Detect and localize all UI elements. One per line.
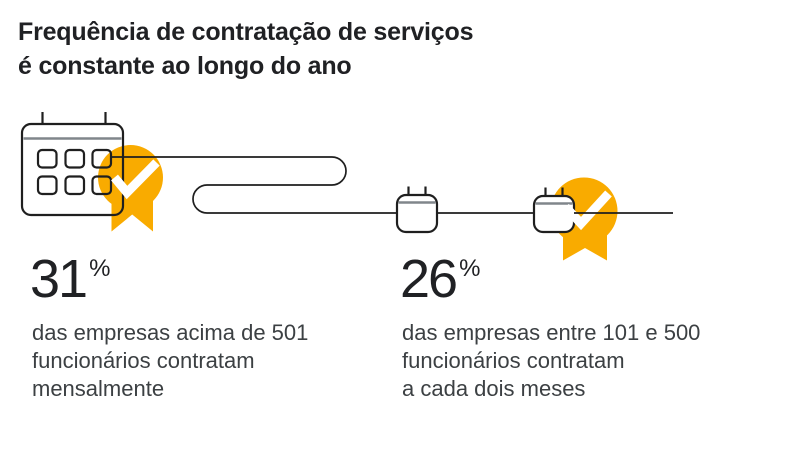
calendar-small-icon-1 <box>395 186 439 234</box>
stat-description-bimonthly: das empresas entre 101 e 500 funcionário… <box>402 319 700 403</box>
timeline-serpentine-path <box>111 156 673 214</box>
checkmark-icon-1 <box>111 159 160 200</box>
stat-description-line: funcionários contratam <box>402 348 625 373</box>
percent-sign: % <box>459 255 481 282</box>
stat-block-bimonthly: 26 % <box>400 252 480 306</box>
checkmark-icon-2 <box>562 190 612 231</box>
stat-value: 31 <box>30 249 88 309</box>
stat-description-line: a cada dois meses <box>402 376 586 401</box>
stat-number: 26 % <box>400 252 480 306</box>
stat-description-line: das empresas acima de 501 <box>32 320 309 345</box>
page-title-line-1: Frequência de contratação de serviços <box>18 18 474 46</box>
award-badge-icon-1 <box>98 145 163 232</box>
stat-description-line: das empresas entre 101 e 500 <box>402 320 701 345</box>
stat-number: 31 % <box>30 252 110 306</box>
page-title: Frequência de contratação de serviços é … <box>18 15 473 83</box>
page-title-line-2: é constante ao longo do ano <box>18 52 352 80</box>
stat-block-monthly: 31 % <box>30 252 110 306</box>
stat-value: 26 <box>400 249 458 309</box>
stat-description-line: funcionários contratam <box>32 348 255 373</box>
stat-description-line: mensalmente <box>32 376 165 401</box>
stat-description-monthly: das empresas acima de 501 funcionários c… <box>32 319 308 403</box>
calendar-large-icon <box>20 112 125 217</box>
percent-sign: % <box>89 255 111 282</box>
